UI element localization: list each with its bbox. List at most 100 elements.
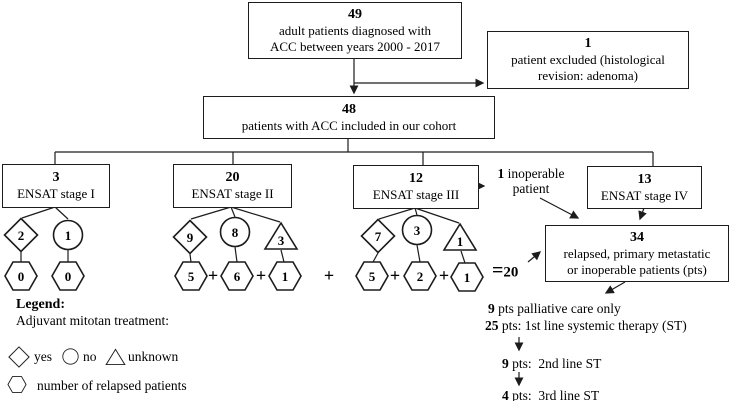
stage3-diamond-yes: 7 (360, 218, 396, 254)
stage2-hex2-value: 6 (233, 268, 241, 284)
plus-operator: + (323, 265, 335, 286)
circle-icon (52, 219, 84, 251)
hexagon-icon (403, 261, 437, 291)
stage1-hexagon-relapsed-2: 0 (51, 261, 85, 291)
stage3-count: 12 (409, 171, 423, 186)
relapsed-line2: or inoperable patients (pts) (567, 261, 707, 277)
ensat-stage2-box: 20 ENSAT stage II (173, 164, 292, 208)
excluded-count: 1 (584, 36, 592, 51)
stage1-hexagon-relapsed-1: 0 (4, 261, 38, 291)
diamond-icon (8, 346, 30, 368)
legend-diamond-label: yes (34, 349, 52, 364)
stage2-circle-value: 8 (231, 224, 239, 240)
inoperable-count: 1 (497, 166, 505, 181)
legend-triangle-icon (105, 348, 126, 366)
stage1-hex2-value: 0 (64, 268, 72, 284)
circle-icon (219, 216, 251, 248)
legend-title: Legend: (16, 297, 65, 312)
relapsed-count: 34 (630, 229, 644, 245)
inoperable-text: inoperable (504, 166, 565, 181)
hexagon-icon (220, 261, 254, 291)
stage3-hex1-value: 5 (368, 268, 376, 284)
circle-icon (401, 214, 433, 246)
excluded-patient-box: 1 patient excluded (histological revisio… (487, 31, 689, 89)
plus-operator: + (389, 265, 401, 286)
stage2-diamond-yes: 9 (172, 219, 208, 255)
stage1-hex1-value: 0 (17, 268, 25, 284)
relapsed-sum: =20 (492, 260, 518, 283)
relapsed-sum-value: 20 (503, 264, 519, 281)
circle-icon (62, 348, 79, 365)
stage2-hexagon-relapsed-1: 5 (174, 261, 208, 291)
stage1-circle-value: 1 (64, 227, 72, 243)
stage3-diamond-value: 7 (374, 228, 382, 244)
excluded-line1: patient excluded (histological (511, 52, 665, 67)
diamond-icon (172, 219, 208, 255)
stage2-triangle-unknown: 3 (263, 221, 299, 251)
stage4-count: 13 (637, 171, 652, 187)
cohort-count: 48 (342, 101, 356, 117)
hexagon-icon (4, 261, 38, 291)
diamond-icon (3, 217, 39, 253)
stage3-label: ENSAT stage III (372, 187, 460, 202)
total-patients-line1: adult patients diagnosed with (278, 22, 431, 38)
second-line-st-line: 9 pts: 2nd line ST (502, 356, 602, 371)
total-patients-box: 49 adult patients diagnosed with ACC bet… (248, 2, 462, 59)
stage3-triangle-value: 1 (456, 234, 464, 249)
legend-circle-icon (62, 348, 79, 365)
legend-hexagon-label: number of relapsed patients (37, 378, 187, 393)
stage3-hexagon-relapsed-1: 5 (355, 261, 389, 291)
stage1-diamond-yes: 2 (3, 217, 39, 253)
hexagon-icon (355, 261, 389, 291)
stage2-hex3-value: 1 (281, 268, 289, 284)
stage3-circle-value: 3 (413, 222, 421, 238)
stage3-hex2-value: 2 (416, 268, 424, 284)
inoperable-patient-note: 1 inoperable patient (488, 166, 574, 196)
relapsed-patients-box: 34 relapsed, primary metastatic or inope… (545, 225, 729, 282)
hexagon-icon (51, 261, 85, 291)
third-line-st-line: 4 pts: 3rd line ST (502, 388, 600, 401)
hexagon-icon (450, 262, 484, 292)
stage2-count: 20 (225, 170, 240, 185)
stage2-diamond-value: 9 (186, 229, 194, 245)
stage2-circle-no: 8 (219, 216, 251, 248)
excluded-line2: revision: adenoma) (538, 68, 638, 83)
legend-triangle-label: unknown (128, 349, 179, 364)
stage1-diamond-value: 2 (17, 227, 25, 243)
total-patients-line2: ACC between years 2000 - 2017 (269, 38, 441, 54)
first-line-st-line: 25 pts: 1st line systemic therapy (ST) (485, 318, 687, 333)
diamond-icon (360, 218, 396, 254)
ensat-stage3-box: 12 ENSAT stage III (353, 165, 479, 209)
legend-subtitle: Adjuvant mitotan treatment: (16, 313, 169, 328)
plus-operator: + (255, 265, 267, 286)
plus-operator: + (207, 265, 219, 286)
stage2-hexagon-relapsed-3: 1 (268, 261, 302, 291)
hexagon-icon (268, 261, 302, 291)
palliative-care-line: 9 pts palliative care only (488, 301, 621, 316)
inoperable-line2: patient (512, 181, 550, 196)
stage3-triangle-unknown: 1 (442, 222, 478, 252)
second-line-count: 9 (502, 356, 509, 371)
first-line-count: 25 (485, 318, 499, 333)
plus-operator: + (438, 265, 450, 286)
stage1-circle-no: 1 (52, 219, 84, 251)
equals-sign: = (492, 259, 504, 282)
hexagon-icon (174, 261, 208, 291)
legend-hexagon-icon (7, 376, 27, 393)
stage2-label: ENSAT stage II (191, 186, 274, 201)
stage4-label: ENSAT stage IV (600, 187, 689, 203)
relapsed-line1: relapsed, primary metastatic (563, 245, 711, 261)
ensat-stage4-box: 13 ENSAT stage IV (587, 166, 702, 209)
stage1-count: 3 (52, 170, 60, 185)
inoperable-line1: 1 inoperable (488, 166, 574, 181)
legend: Legend: Adjuvant mitotan treatment: (16, 297, 169, 329)
stage2-hex1-value: 5 (187, 268, 195, 284)
stage3-hexagon-relapsed-2: 2 (403, 261, 437, 291)
ensat-stage1-box: 3 ENSAT stage I (2, 164, 110, 208)
hexagon-icon (7, 376, 27, 393)
stage2-triangle-value: 3 (277, 233, 285, 248)
third-line-count: 4 (502, 388, 509, 401)
cohort-line1: patients with ACC included in our cohort (241, 117, 457, 133)
triangle-icon (263, 221, 299, 250)
